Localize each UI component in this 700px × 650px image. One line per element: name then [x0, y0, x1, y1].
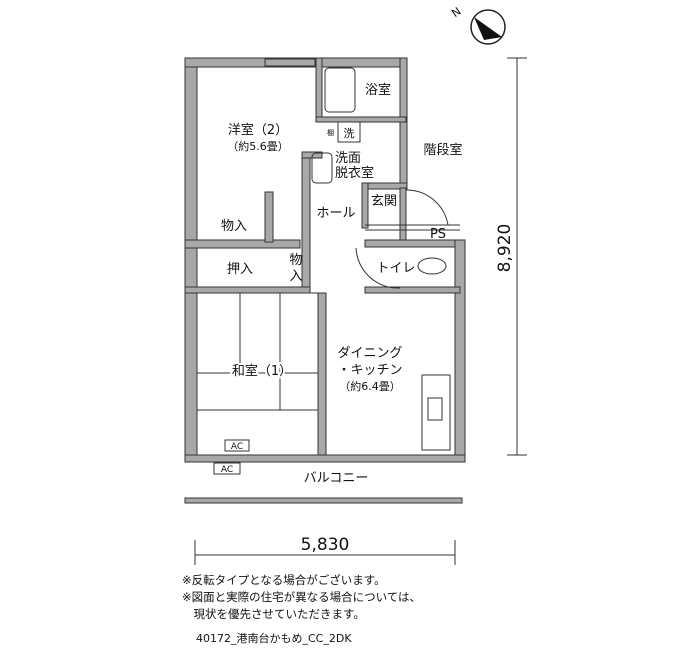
oshiire: 押入: [227, 262, 253, 277]
room-dk-size: （約6.4畳）: [339, 379, 401, 393]
notes: ※反転タイプとなる場合がございます。 ※図面と実際の住宅が異なる場合については、…: [182, 572, 421, 623]
shelf-label: 棚: [327, 128, 334, 137]
walls: [184, 57, 466, 504]
note-3: 現状を優先させていただきます。: [182, 607, 365, 621]
laundry-label: 洗: [344, 127, 355, 140]
room-entrance: 玄関: [371, 194, 397, 209]
room-western-size: （約5.6畳）: [227, 139, 289, 153]
closet-2: 物: [289, 253, 302, 268]
note-1: ※反転タイプとなる場合がございます。: [182, 573, 386, 587]
room-japanese: 和室（1）: [232, 363, 292, 379]
fixtures: [197, 67, 460, 451]
ps-label: PS: [430, 227, 446, 242]
balcony-label: バルコニー: [304, 471, 369, 486]
dimension-lines: [194, 57, 527, 565]
room-dk: ダイニング: [337, 346, 402, 361]
closet-1: 物入: [221, 219, 247, 234]
width-dimension: 5,830: [301, 535, 350, 555]
room-toilet: トイレ: [376, 261, 415, 276]
room-bath: 浴室: [365, 82, 391, 98]
room-washroom: 洗面: [335, 151, 361, 166]
ac-label-2: AC: [221, 465, 233, 475]
room-hall: ホール: [316, 206, 355, 221]
ac-label-1: AC: [231, 442, 243, 452]
note-2: ※図面と実際の住宅が異なる場合については、: [182, 590, 422, 604]
room-washroom-2: 脱衣室: [335, 165, 374, 181]
room-western: 洋室（2）: [228, 122, 288, 138]
caption: 40172_港南台かもめ_CC_2DK: [196, 632, 352, 645]
height-dimension: 8,920: [495, 224, 515, 273]
compass-icon: N: [449, 5, 506, 45]
svg-text:N: N: [449, 5, 463, 20]
room-dk-2: ・キッチン: [337, 363, 402, 378]
stair-hall: 階段室: [423, 142, 462, 158]
closet-2b: 入: [289, 269, 302, 284]
